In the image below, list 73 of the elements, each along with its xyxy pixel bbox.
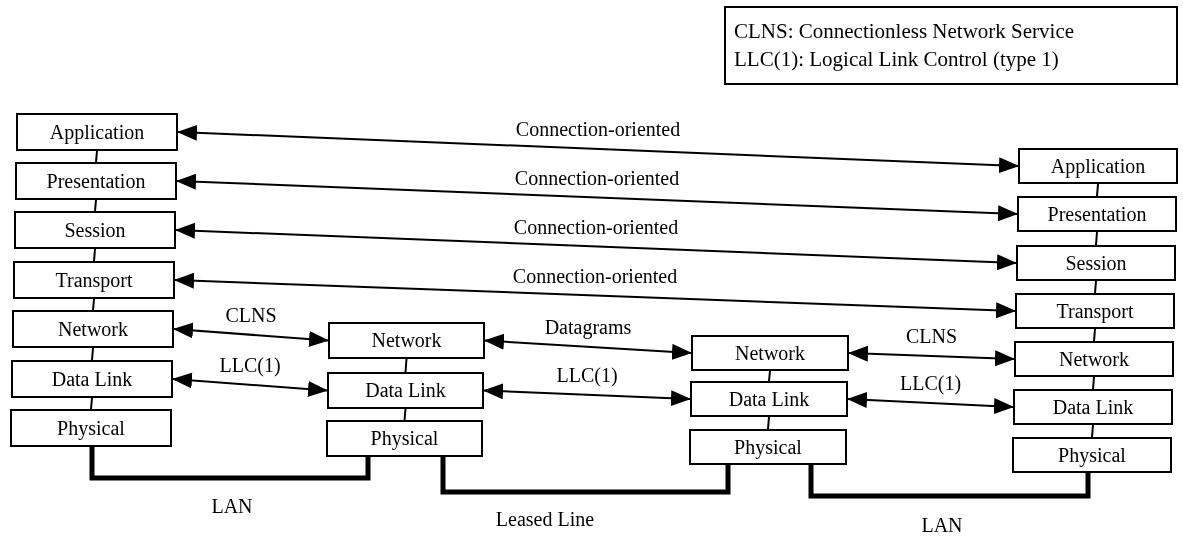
layer-box [1017,196,1177,232]
layer-box [1015,293,1175,329]
layer-name: Data Link [1052,395,1134,419]
layer-name: Presentation [46,169,146,193]
connector-line [94,199,97,212]
legend-text: CLNS: Connectionless Network Service [734,18,1075,46]
layer-box [14,211,176,249]
layer-name: Network [58,317,128,341]
layer-name: Application [1050,154,1146,178]
layer-box [1018,148,1178,184]
double-arrow [847,391,1014,415]
layer-name: Physical [370,427,439,450]
double-arrow [848,345,1015,367]
layer-name: Network [735,341,805,365]
layer-name: Presentation [1047,202,1147,226]
layer-box [1013,389,1173,425]
layer-name: Data Link [51,367,133,391]
double-arrow [176,173,1018,222]
connector-line [767,416,770,430]
double-arrow [483,383,691,407]
connector-line [1093,328,1096,342]
double-arrow [177,124,1019,174]
connector-line [93,248,96,262]
network-link-line [808,465,1091,499]
double-arrow [174,272,1016,319]
edge-label: LLC(1) [897,372,964,394]
layer-name: Application [49,120,145,144]
connector-line [1094,280,1097,294]
legend-box [724,6,1178,85]
connector-line [768,370,771,382]
layer-name: Data Link [728,387,810,411]
double-arrow [172,372,328,398]
connector-line [91,347,94,361]
connector-line [92,298,95,311]
layer-box [326,420,483,457]
layer-name: Network [371,329,442,352]
connector-line [90,397,93,410]
layer-box [10,409,172,447]
layer-name: Session [1065,251,1127,275]
layer-box [12,310,174,348]
connector-line [1092,376,1095,390]
layer-box [1016,245,1176,281]
connector-line [404,358,408,373]
double-arrow [484,333,692,360]
layer-name: Data Link [365,379,446,402]
layer-box [690,381,848,417]
legend-text: LLC(1): Logical Link Control (type 1) [734,45,1059,73]
layer-name: Physical [734,435,802,459]
layer-box [15,162,177,200]
layer-box [691,335,849,371]
connector-line [1095,231,1098,246]
layer-name: Session [64,218,126,242]
connector-line [403,408,407,421]
layer-box [1014,341,1174,377]
double-arrow [175,222,1017,271]
connector-line [1091,424,1094,438]
layer-box [13,261,175,299]
network-link-line [440,457,731,495]
connector-line [95,150,98,163]
layer-box [327,372,484,409]
layer-name: Physical [57,416,125,440]
layer-box [16,113,178,151]
layer-box [328,322,485,359]
double-arrow [173,322,329,348]
layer-name: Transport [1056,299,1134,323]
layer-name: Transport [55,268,133,292]
network-link-line [89,447,371,481]
layer-box [1012,437,1172,473]
layer-name: Physical [1058,443,1126,467]
layer-box [11,360,173,398]
layer-box [689,429,847,465]
layer-name: Network [1059,347,1129,371]
connector-line [1096,183,1099,197]
